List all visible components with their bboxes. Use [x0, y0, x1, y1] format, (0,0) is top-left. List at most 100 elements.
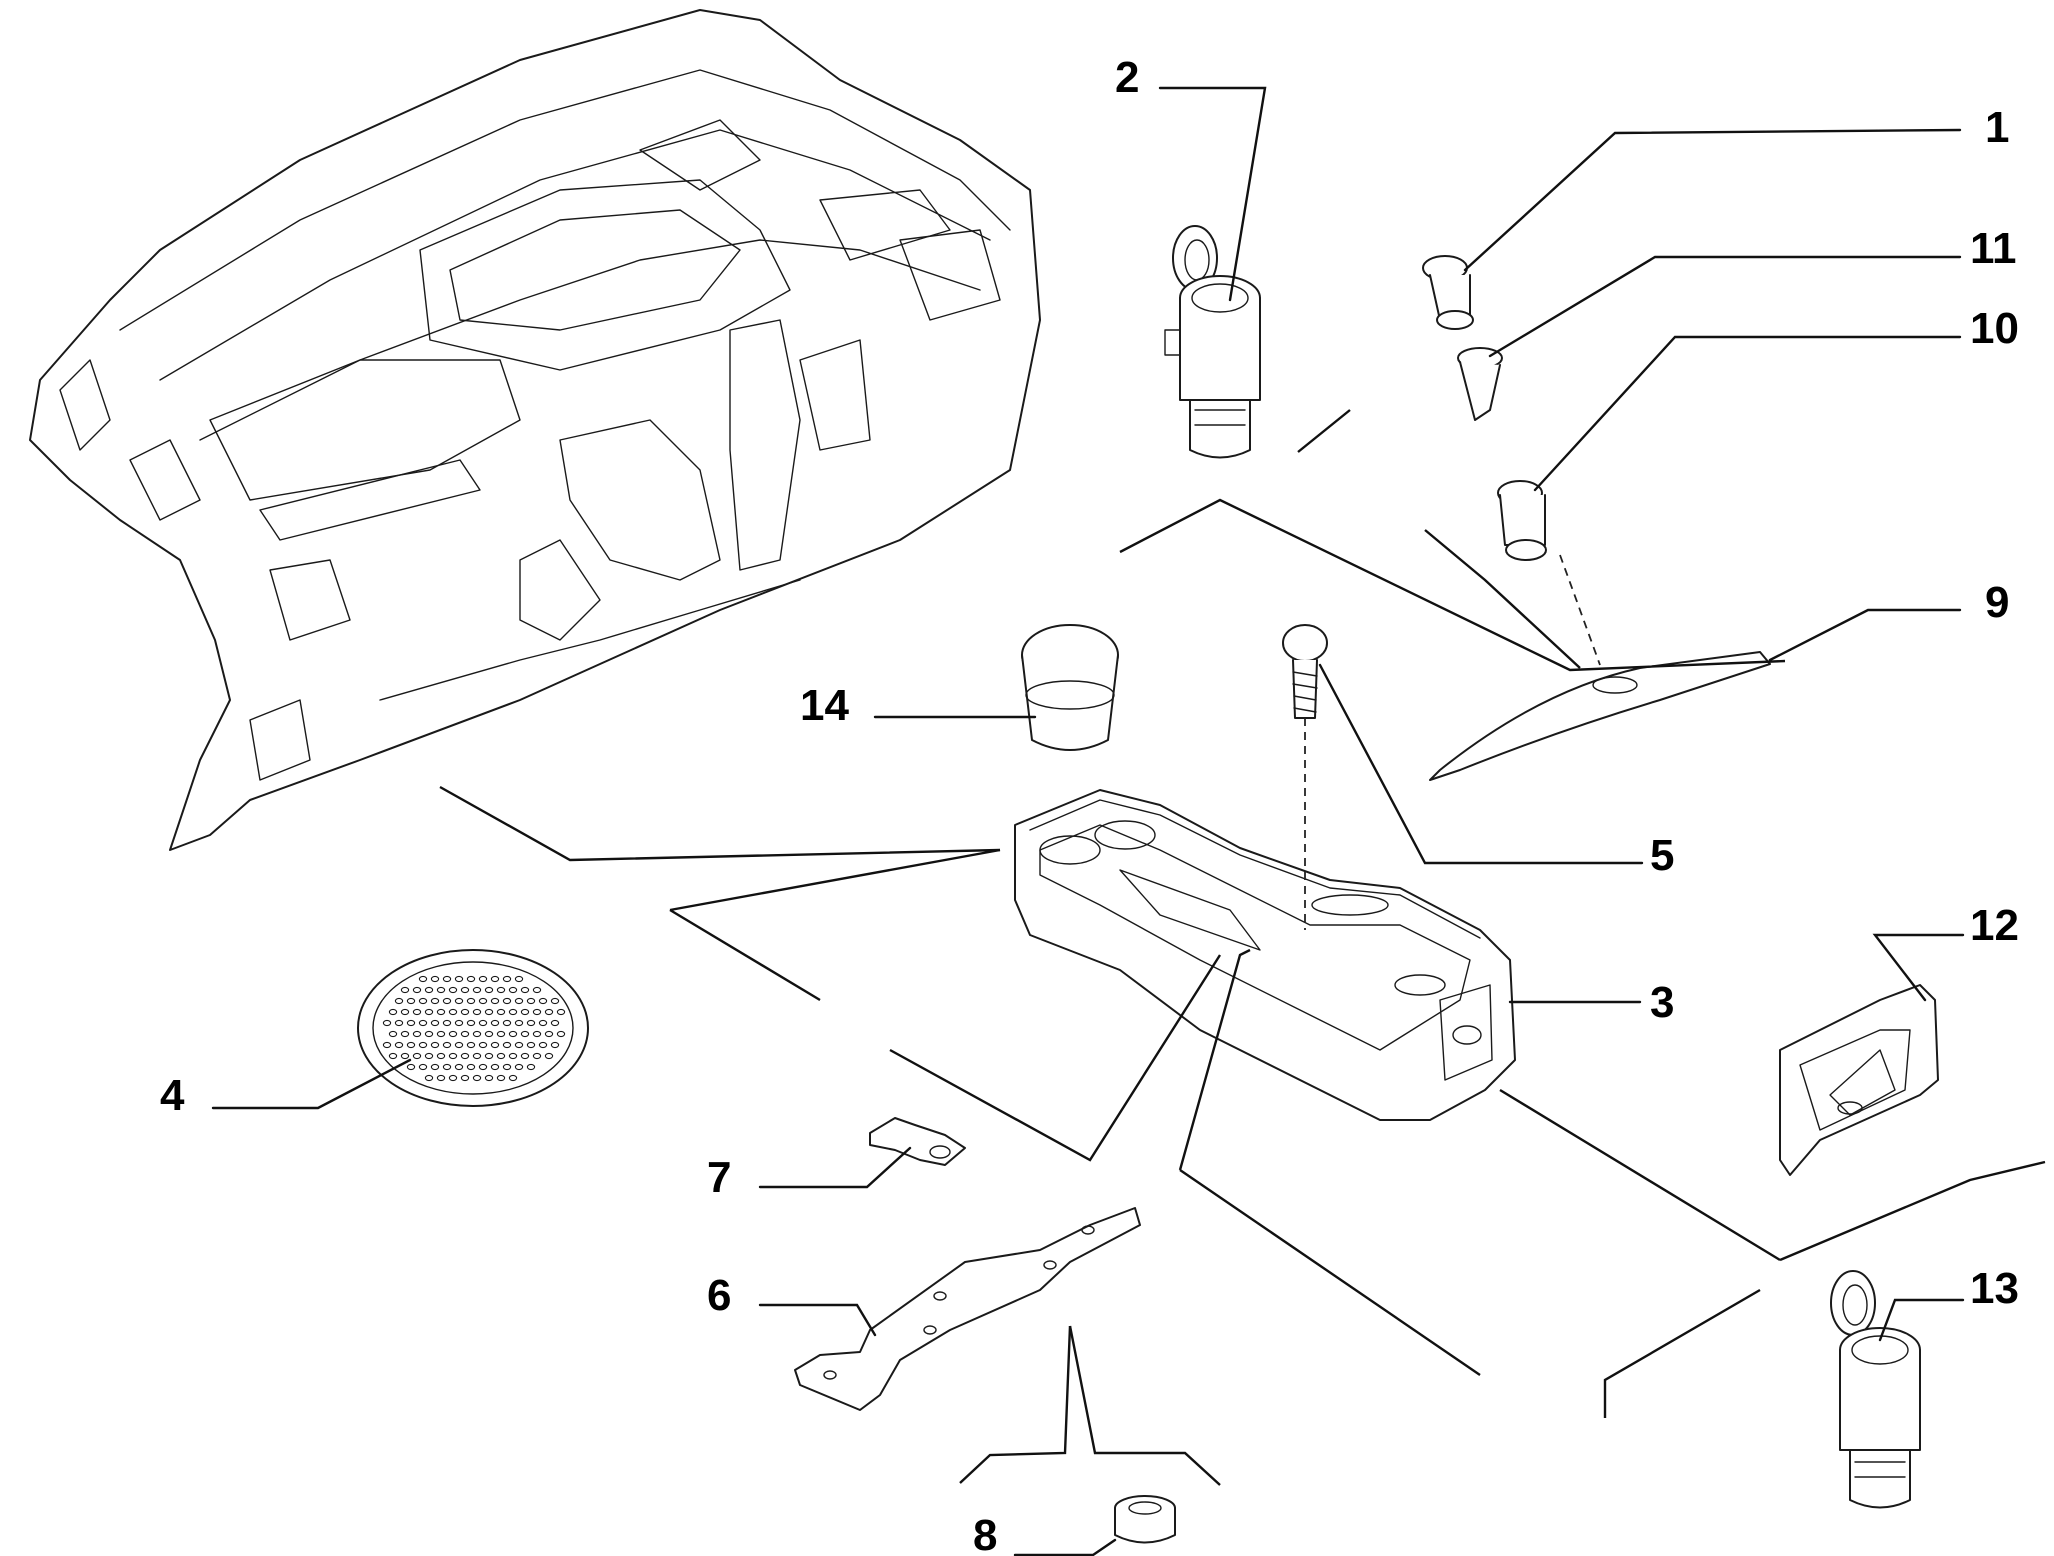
- grille-hole: [472, 1008, 482, 1016]
- grille-hole: [394, 997, 404, 1005]
- grille-hole: [532, 1052, 542, 1060]
- grille-hole: [484, 1074, 494, 1082]
- grille-hole: [556, 1008, 566, 1016]
- grille-hole: [430, 1041, 440, 1049]
- grille-hole: [394, 1041, 404, 1049]
- callout-8: 8: [973, 1511, 997, 1556]
- grille-hole: [382, 1041, 392, 1049]
- grille-hole: [478, 1041, 488, 1049]
- grille-hole: [460, 1074, 470, 1082]
- grille-hole: [478, 1063, 488, 1071]
- grille-hole: [430, 975, 440, 983]
- grille-hole: [418, 997, 428, 1005]
- grille-hole: [490, 997, 500, 1005]
- grille-hole: [550, 1019, 560, 1027]
- grille-hole: [496, 1074, 506, 1082]
- callout-3: 3: [1650, 978, 1674, 1027]
- grille-hole: [436, 1030, 446, 1038]
- callout-14: 14: [800, 681, 849, 730]
- grille-hole: [502, 1041, 512, 1049]
- grille-hole: [418, 1063, 428, 1071]
- grille-hole: [418, 1019, 428, 1027]
- grille-hole: [490, 975, 500, 983]
- grille-hole: [514, 1041, 524, 1049]
- grille-hole: [412, 986, 422, 994]
- assembly-axes: [1304, 554, 1601, 930]
- grille-hole: [508, 1074, 518, 1082]
- grille-hole: [436, 1074, 446, 1082]
- grille-hole: [394, 1019, 404, 1027]
- grille-hole: [556, 1030, 566, 1038]
- grille-hole: [400, 1052, 410, 1060]
- part-3-center-console: [1014, 789, 1516, 1121]
- grille-hole: [448, 1052, 458, 1060]
- part-11-clip: [1457, 347, 1503, 421]
- grille-hole: [448, 1008, 458, 1016]
- grille-hole: [532, 986, 542, 994]
- part-6-bracket: [794, 1207, 1141, 1411]
- grille-hole: [418, 1041, 428, 1049]
- grille-hole: [454, 1019, 464, 1027]
- grille-hole: [526, 997, 536, 1005]
- grille-hole: [550, 997, 560, 1005]
- grille-hole: [484, 986, 494, 994]
- grille-hole: [382, 1019, 392, 1027]
- grille-hole: [544, 1008, 554, 1016]
- grille-hole: [472, 1074, 482, 1082]
- grille-hole: [400, 1030, 410, 1038]
- callout-12: 12: [1970, 901, 2019, 950]
- grille-hole: [430, 997, 440, 1005]
- grille-hole: [442, 1019, 452, 1027]
- grille-hole: [508, 1052, 518, 1060]
- grille-hole: [466, 1063, 476, 1071]
- grille-hole: [460, 1052, 470, 1060]
- callout-6: 6: [707, 1271, 731, 1320]
- callout-labels: 2 1 11 10 9 14 5 12 3 4 7 6 13 8: [160, 53, 2019, 1556]
- grille-hole: [442, 997, 452, 1005]
- grille-hole: [466, 975, 476, 983]
- callout-13: 13: [1970, 1264, 2019, 1313]
- grille-hole: [496, 1030, 506, 1038]
- grille-hole: [430, 1019, 440, 1027]
- grille-hole: [466, 1041, 476, 1049]
- part-10-connector: [1497, 480, 1547, 561]
- grille-hole: [454, 1041, 464, 1049]
- grille-hole: [508, 1008, 518, 1016]
- grille-hole: [388, 1008, 398, 1016]
- grille-hole: [406, 1041, 416, 1049]
- callout-1: 1: [1985, 103, 2009, 152]
- grille-hole: [532, 1008, 542, 1016]
- grille-hole: [496, 1008, 506, 1016]
- grille-hole: [520, 1008, 530, 1016]
- part-5-screw: [1282, 624, 1328, 719]
- grille-hole: [436, 1008, 446, 1016]
- grille-hole: [502, 997, 512, 1005]
- grille-hole: [448, 986, 458, 994]
- grille-hole: [514, 1019, 524, 1027]
- grouping-lines: [439, 409, 2046, 1486]
- part-8-nut: [1114, 1495, 1176, 1544]
- grille-hole: [454, 1063, 464, 1071]
- grille-hole: [406, 1063, 416, 1071]
- grille-hole: [436, 986, 446, 994]
- grille-hole: [442, 1063, 452, 1071]
- grille-hole: [544, 1052, 554, 1060]
- callout-7: 7: [707, 1153, 731, 1202]
- grille-hole: [430, 1063, 440, 1071]
- grille-hole: [472, 1052, 482, 1060]
- grille-hole: [442, 975, 452, 983]
- grille-hole: [526, 1041, 536, 1049]
- part-2-power-socket: [1164, 225, 1261, 459]
- grille-hole: [514, 975, 524, 983]
- grille-hole: [526, 1063, 536, 1071]
- part-12-socket-bezel: [1779, 984, 1939, 1176]
- grille-hole: [418, 975, 428, 983]
- part-14-cup-holder-insert: [1021, 624, 1119, 751]
- grille-hole: [490, 1019, 500, 1027]
- grille-hole: [520, 1030, 530, 1038]
- grille-hole: [490, 1063, 500, 1071]
- grille-hole: [388, 1052, 398, 1060]
- grille-hole: [400, 1008, 410, 1016]
- grille-hole: [448, 1030, 458, 1038]
